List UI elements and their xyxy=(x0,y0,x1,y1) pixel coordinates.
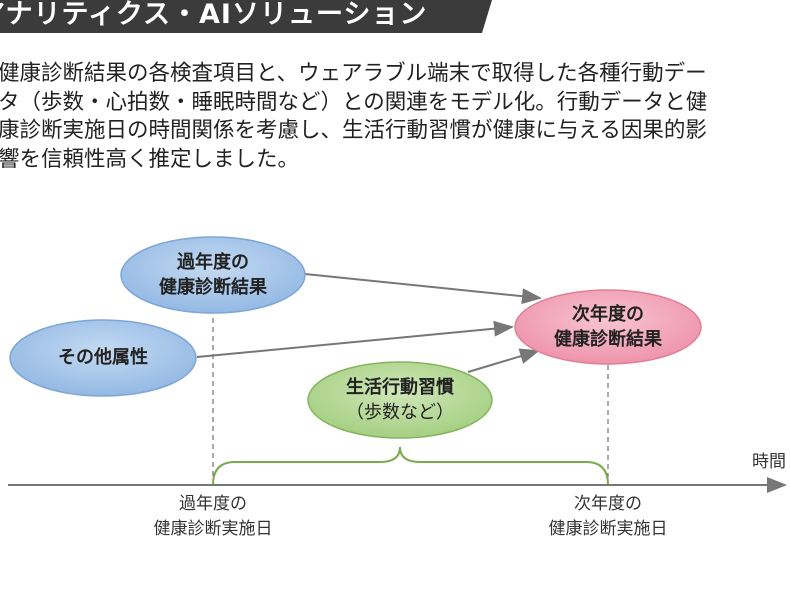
description: 健康診断結果の各検査項目と、ウェアラブル端末で取得した各種行動デー タ（歩数・心… xyxy=(0,60,790,174)
arrow-other-to-next xyxy=(196,320,514,358)
label-line: 次年度の xyxy=(574,494,642,514)
label-line: （歩数など） xyxy=(346,402,454,423)
next-date-label: 次年度の 健康診断実施日 xyxy=(508,492,708,542)
label-line: 健康診断実施日 xyxy=(548,519,668,539)
node-lifestyle-label: 生活行動習慣 （歩数など） xyxy=(300,375,500,425)
node-other-attributes-label: その他属性 xyxy=(3,345,203,370)
label-line: 過年度の xyxy=(179,494,247,514)
label-line: 生活行動習慣 xyxy=(346,377,454,398)
label-line: 健康診断結果 xyxy=(159,277,267,298)
past-date-label: 過年度の 健康診断実施日 xyxy=(113,492,313,542)
label-line: 健康診断結果 xyxy=(554,329,662,350)
label-line: 次年度の xyxy=(572,304,644,325)
node-past-result-label: 過年度の 健康診断結果 xyxy=(113,250,313,300)
description-line: タ（歩数・心拍数・睡眠時間など）との関連をモデル化。行動データと健 xyxy=(0,89,708,115)
description-line: 響を信頼性高く推定しました。 xyxy=(0,146,300,172)
section-banner: アナリティクス・AIソリューション xyxy=(0,0,492,33)
arrow-past-to-next xyxy=(304,273,542,305)
period-brace xyxy=(212,446,609,486)
description-line: 康診断実施日の時間関係を考慮し、生活行動習慣が健康に与える因果的影 xyxy=(0,118,707,143)
node-other-attributes xyxy=(9,319,197,397)
section-title: アナリティクス・AIソリューション xyxy=(0,0,428,30)
description-line: 健康診断結果の各検査項目と、ウェアラブル端末で取得した各種行動デー xyxy=(0,61,707,86)
node-next-result xyxy=(514,289,702,365)
time-axis-label: 時間 xyxy=(752,452,786,472)
label-line: 健康診断実施日 xyxy=(153,519,273,539)
label-line: その他属性 xyxy=(58,347,148,368)
label-line: 過年度の xyxy=(177,252,249,273)
arrow-lifestyle-to-next xyxy=(467,348,540,373)
node-next-result-label: 次年度の 健康診断結果 xyxy=(508,302,708,352)
node-lifestyle xyxy=(307,361,493,439)
node-past-result xyxy=(120,236,306,314)
